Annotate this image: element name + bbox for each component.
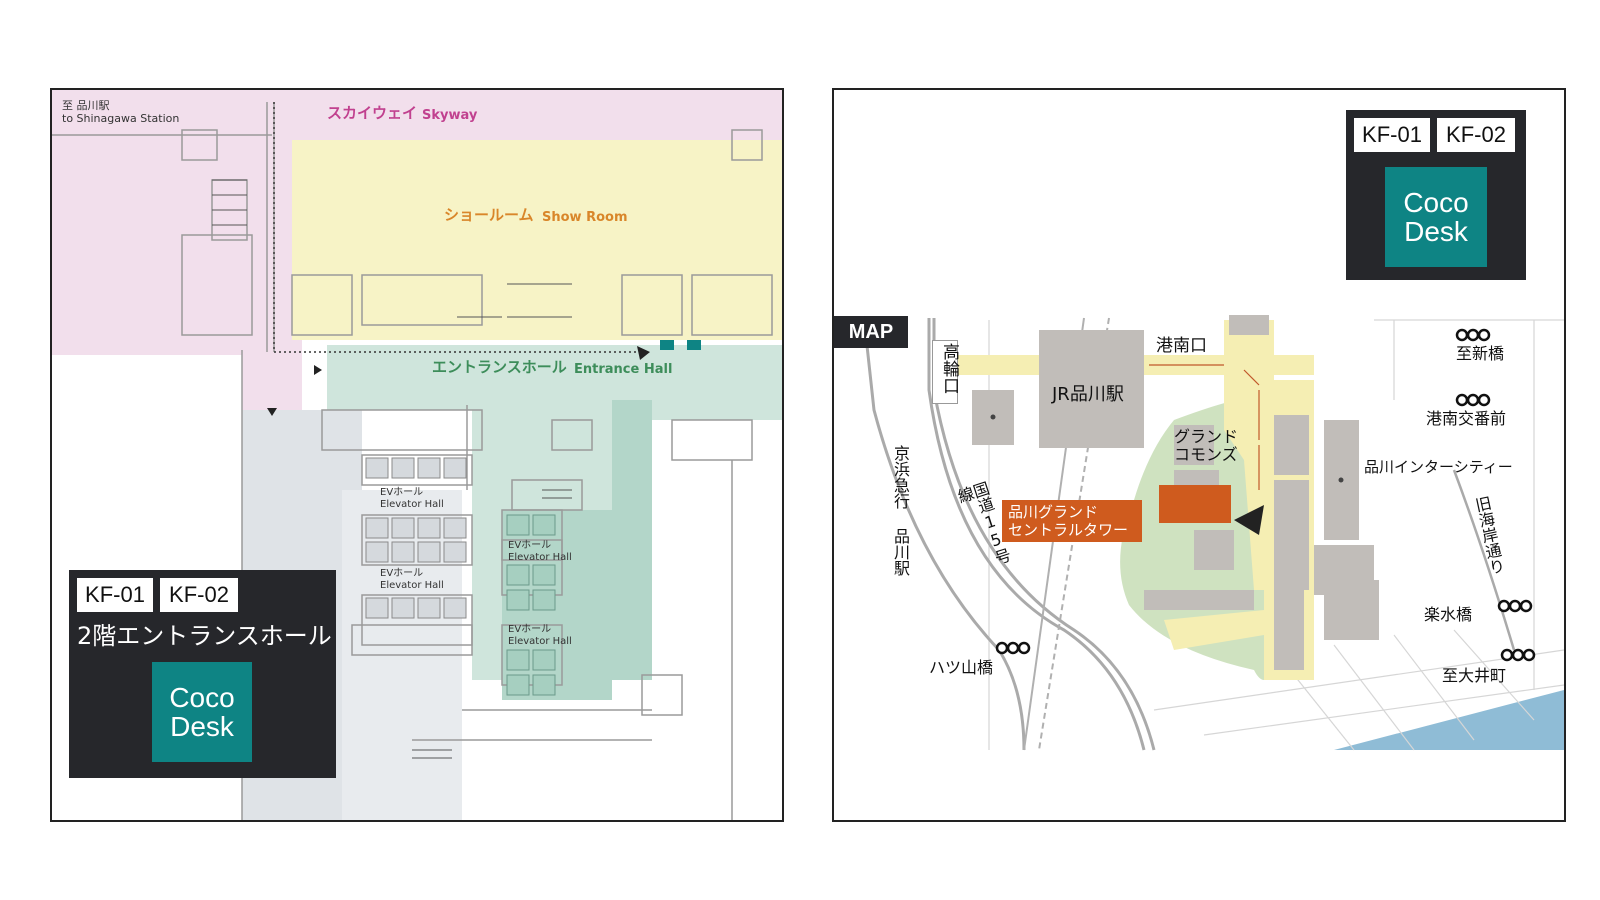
entrance-label-en: Entrance Hall	[574, 362, 673, 377]
ev-hall-en: Elevator Hall	[380, 499, 444, 510]
to-oimachi-label: 至大井町	[1442, 666, 1507, 685]
shinagawa-intercity-label: 品川インターシティー	[1364, 458, 1513, 476]
skyway-label-en: Skyway	[422, 108, 478, 123]
logo-line-2: Desk	[170, 711, 234, 742]
signal-icon	[1455, 393, 1491, 407]
logo-line-2: Desk	[1404, 216, 1468, 247]
signal-icon	[1497, 599, 1533, 613]
ev-hall-ja: EVホール	[508, 624, 552, 635]
ev-hall-label: EVホール Elevator Hall	[380, 487, 444, 511]
route-15-road	[932, 318, 1156, 751]
yatsuyama-label: ハツ山橋	[929, 658, 994, 677]
target-line-2: セントラルタワー	[1008, 521, 1129, 539]
keikyu-label: 京浜急行 品川駅	[891, 445, 910, 576]
target-building-label: 品川グランド セントラルタワー	[1002, 500, 1142, 542]
ev-hall-ja: EVホール	[508, 540, 552, 551]
route-arrow-icon	[637, 346, 650, 360]
rail-line	[927, 318, 1146, 751]
signal-icon	[1500, 648, 1536, 662]
route-marker-icon	[314, 365, 322, 375]
kf-01-tag: KF-01	[1354, 118, 1430, 152]
skyway-zone	[52, 90, 782, 410]
showroom-label-en: Show Room	[542, 210, 628, 225]
ev-hall-en: Elevator Hall	[508, 636, 572, 647]
konan-exit-label: 港南口	[1156, 336, 1207, 356]
building	[1144, 590, 1254, 610]
jr-station-building	[1039, 330, 1144, 448]
showroom-zone	[292, 140, 782, 340]
building	[1229, 315, 1269, 335]
logo-line-1: Coco	[1403, 186, 1469, 218]
ev-hall-ja: EVホール	[380, 487, 424, 498]
kf-02-tag: KF-02	[1437, 118, 1515, 152]
ev-hall-en: Elevator Hall	[380, 580, 444, 591]
floor-plan-panel: 至 品川駅 to Shinagawa Station スカイウェイ Skyway…	[50, 88, 784, 822]
konan-kouban-label: 港南交番前	[1426, 409, 1507, 428]
route-marker-icon	[267, 408, 277, 416]
showroom-label-ja: ショールーム	[444, 206, 534, 224]
ev-hall-label: EVホール Elevator Hall	[508, 624, 572, 648]
map-info-card: KF-01 KF-02 Coco Desk	[1346, 110, 1526, 280]
cocodesk-logo: Coco Desk	[1385, 167, 1487, 267]
station-label-ja: 至 品川駅	[62, 99, 110, 112]
entrance-marker	[660, 340, 674, 350]
building	[1174, 425, 1214, 465]
floor-title: 2階エントランスホール	[77, 622, 332, 650]
logo-line-1: Coco	[169, 681, 235, 713]
takanawa-exit-label: 高輪口	[932, 340, 959, 404]
to-shinbashi-label: 至新橋	[1456, 344, 1505, 363]
area-map-drawing	[862, 315, 1564, 751]
water-area	[1334, 690, 1564, 750]
kf-02-tag: KF-02	[160, 578, 238, 612]
target-building	[1159, 485, 1231, 523]
map-badge: MAP	[834, 316, 908, 348]
rakusui-label: 楽水橋	[1424, 605, 1473, 624]
jr-station-label: JR品川駅	[1052, 384, 1124, 405]
keikyu-line	[862, 317, 1026, 751]
cocodesk-logo: Coco Desk	[152, 662, 252, 762]
area-map-panel: MAP 高輪口 JR品川駅 港南口 グランドコモンズ 品川グランド セントラルタ…	[832, 88, 1566, 822]
ev-hall-en: Elevator Hall	[508, 552, 572, 563]
entrance-marker	[687, 340, 701, 350]
you-are-here-icon	[1234, 505, 1264, 535]
floor-info-card: KF-01 KF-02 2階エントランスホール Coco Desk	[69, 570, 336, 778]
building	[1194, 530, 1234, 570]
entrance-label-ja: エントランスホール	[432, 358, 567, 376]
signal-icon	[1455, 328, 1491, 342]
ev-hall-label: EVホール Elevator Hall	[380, 568, 444, 592]
building	[1324, 580, 1379, 640]
target-line-1: 品川グランド	[1008, 503, 1099, 521]
building	[1274, 415, 1309, 475]
building	[1274, 590, 1304, 670]
kf-01-tag: KF-01	[77, 578, 153, 612]
skyway-label-ja: スカイウェイ	[327, 104, 418, 122]
ev-hall-label: EVホール Elevator Hall	[508, 540, 572, 564]
route-dotted-line	[273, 102, 642, 353]
signal-icon	[995, 641, 1031, 655]
ev-hall-ja: EVホール	[380, 568, 424, 579]
station-label-en: to Shinagawa Station	[62, 112, 180, 125]
building	[1274, 480, 1309, 590]
grand-commons-label: グランドコモンズ	[1174, 427, 1239, 465]
